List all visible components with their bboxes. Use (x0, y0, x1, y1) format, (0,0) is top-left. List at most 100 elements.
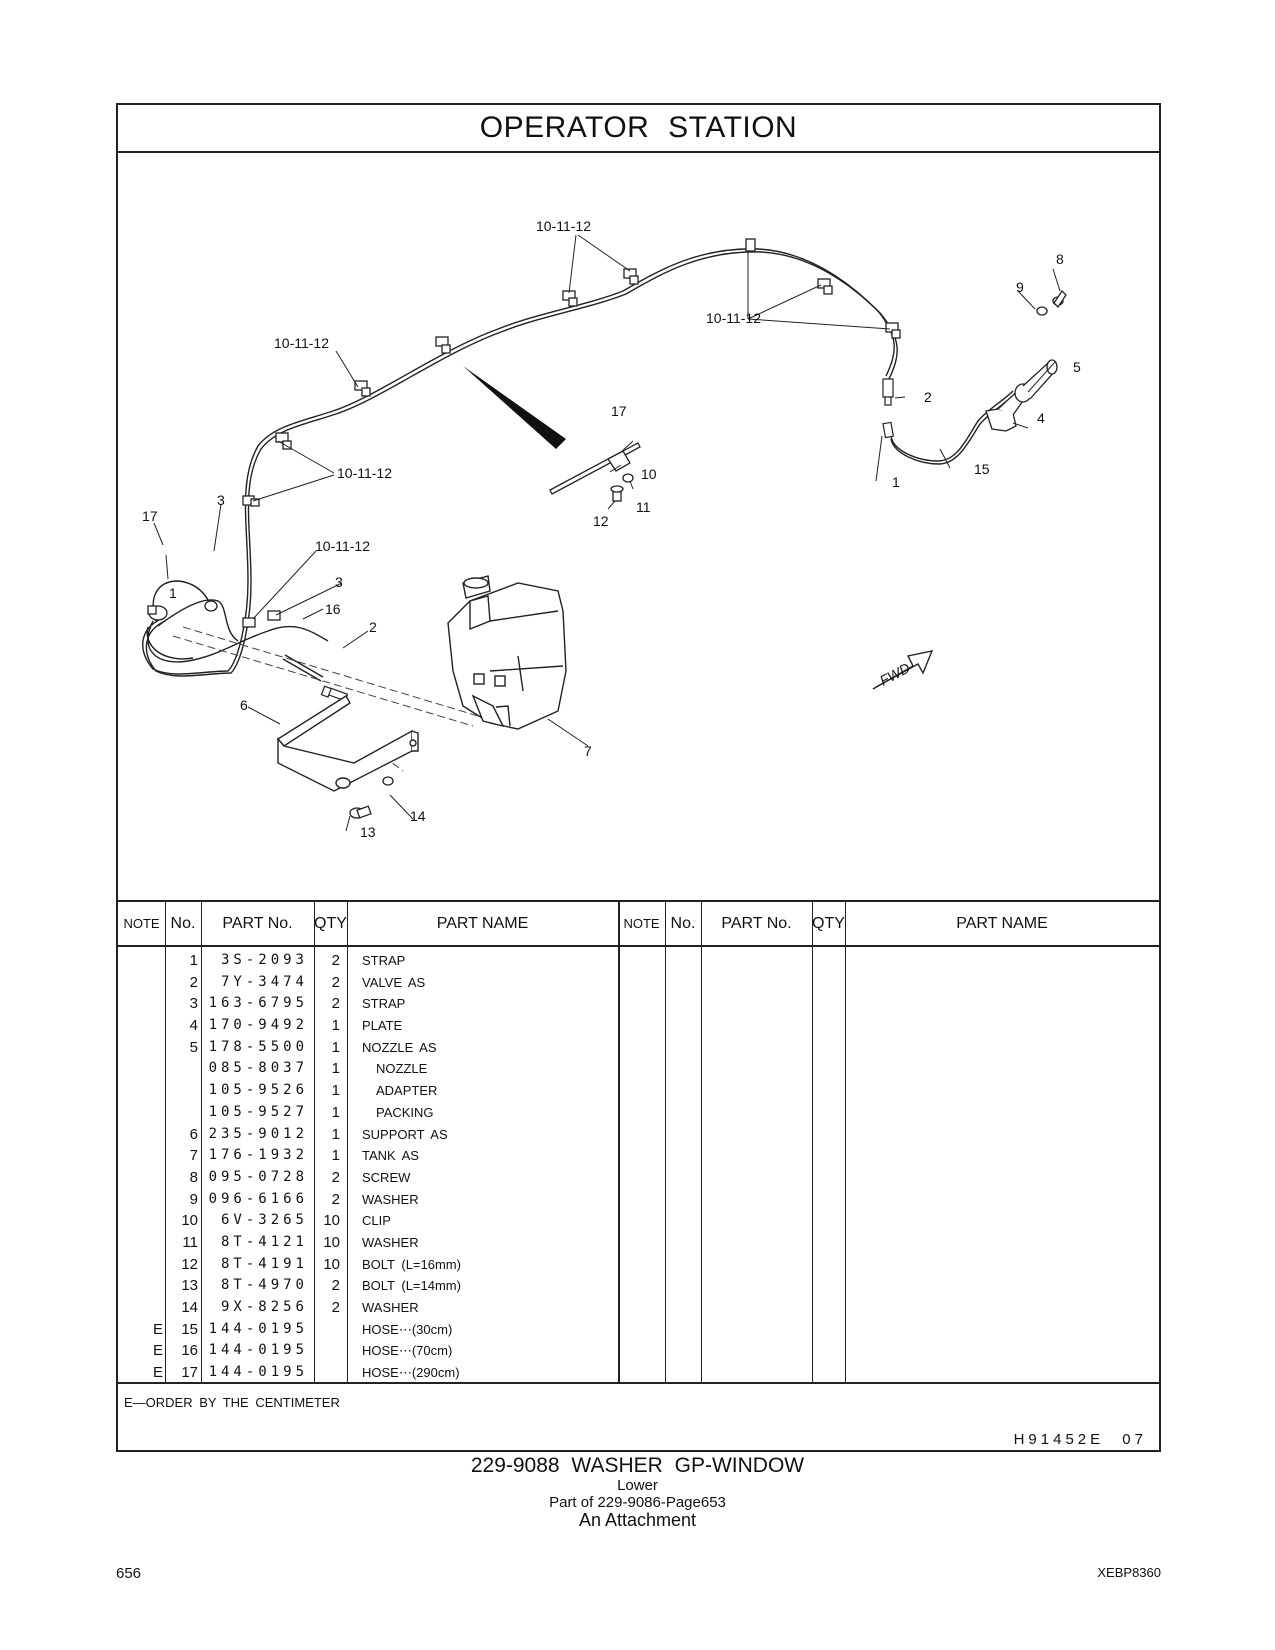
row-number: 11 (182, 1233, 198, 1251)
row-number: 1 (189, 952, 198, 969)
row-quantity: 2 (331, 1190, 340, 1208)
row-quantity: 1 (331, 1125, 340, 1143)
row-number: 15 (181, 1320, 198, 1338)
callout-clip-top: 10-11-12 (536, 218, 591, 234)
row-quantity: 10 (323, 1255, 340, 1273)
row-quantity: 2 (331, 1168, 340, 1186)
callout-14: 14 (410, 808, 426, 824)
row-number: 3 (189, 995, 198, 1013)
bolt-washer (349, 776, 394, 819)
callout-9: 9 (1016, 279, 1024, 295)
footnote: E—ORDER BY THE CENTIMETER (124, 1395, 340, 1410)
row-part-name: ADAPTER (376, 1083, 438, 1099)
clip-detail (549, 442, 641, 502)
row-part-name: BOLT (L=14mm) (362, 1278, 461, 1294)
header-part-no: PART No. (222, 915, 293, 932)
row-part-name: NOZZLE AS (362, 1039, 437, 1055)
callout-2-lower: 2 (369, 619, 377, 635)
callout-3-lower: 3 (335, 574, 343, 590)
callout-17-clip: 17 (611, 403, 627, 419)
header-note-right: NOTE (623, 916, 660, 931)
row-part-name: HOSE⋯(70cm) (362, 1343, 453, 1359)
callout-7: 7 (584, 743, 592, 759)
exploded-parts-diagram: FWD (118, 151, 1159, 901)
strap-left (147, 600, 218, 621)
row-part-name: NOZZLE (376, 1061, 428, 1077)
row-part-number: 8T-4191 (220, 1255, 308, 1272)
row-quantity: 2 (331, 1299, 340, 1316)
header-note: NOTE (123, 916, 160, 931)
row-quantity: 10 (323, 1212, 340, 1230)
row-part-name: TANK AS (362, 1148, 419, 1164)
row-number: 5 (189, 1038, 198, 1056)
parts-page-frame: OPERATOR STATION (116, 103, 1161, 1452)
valve-lower (320, 685, 349, 702)
callout-clip-middle: 10-11-12 (337, 465, 392, 481)
row-part-name: WASHER (362, 1234, 419, 1250)
row-part-number: 163-6795 (208, 995, 308, 1012)
callout-2-upper: 2 (924, 389, 932, 405)
header-part-no-right: PART No. (721, 915, 792, 932)
row-part-number: 144-0195 (208, 1342, 308, 1359)
row-note: E (152, 1320, 163, 1338)
section-title: OPERATOR STATION (118, 105, 1159, 153)
row-part-name: VALVE AS (362, 974, 426, 990)
row-part-number: 8T-4970 (220, 1277, 308, 1294)
callout-6: 6 (240, 697, 248, 713)
row-quantity: 2 (331, 973, 340, 991)
row-part-name: SCREW (362, 1169, 411, 1185)
callout-clip-right: 10-11-12 (706, 310, 761, 326)
page-number: 656 (116, 1565, 142, 1582)
header-part-name-right: PART NAME (956, 915, 1048, 932)
row-part-number: 085-8037 (208, 1060, 308, 1077)
callout-3-upper: 3 (217, 492, 225, 508)
row-part-number: 6V-3265 (220, 1212, 308, 1229)
row-quantity: 2 (331, 995, 340, 1013)
row-part-number: 235-9012 (208, 1125, 308, 1142)
row-quantity: 2 (331, 952, 340, 969)
row-quantity: 1 (331, 1060, 340, 1078)
nozzle-assembly (985, 289, 1067, 432)
row-part-number: 144-0195 (208, 1364, 308, 1381)
valve-upper (882, 378, 895, 439)
callout-15: 15 (974, 461, 990, 477)
group-subtitle: Lower (617, 1477, 658, 1494)
callout-clip-lower: 10-11-12 (315, 538, 370, 554)
group-part-of: Part of 229-9086-Page653 (549, 1494, 726, 1511)
row-part-number: 9X-8256 (220, 1299, 308, 1315)
callout-4: 4 (1037, 410, 1045, 426)
fwd-label: FWD (877, 660, 913, 689)
row-part-number: 3S-2093 (220, 952, 308, 968)
row-part-number: 144-0195 (208, 1320, 308, 1337)
row-number: 6 (189, 1125, 198, 1143)
row-quantity: 1 (331, 1103, 340, 1121)
row-note: E (152, 1342, 163, 1360)
table-row: 6 235-9012 1 SUPPORT AS (118, 1124, 1159, 1146)
document-code: XEBP8360 (1097, 1565, 1161, 1580)
row-number: 16 (181, 1342, 198, 1360)
group-title: 229-9088 WASHER GP-WINDOW (470, 1454, 805, 1477)
row-part-name: SUPPORT AS (362, 1126, 448, 1142)
row-part-number: 7Y-3474 (220, 973, 308, 990)
header-qty-right: QTY (812, 915, 845, 932)
leader-lines (153, 234, 1061, 832)
row-number: 10 (181, 1212, 198, 1230)
row-part-name: PACKING (376, 1104, 434, 1120)
row-part-number: 096-6166 (208, 1190, 308, 1207)
callout-13: 13 (360, 824, 376, 840)
row-part-number: 8T-4121 (220, 1233, 308, 1250)
row-part-number: 095-0728 (208, 1168, 308, 1185)
